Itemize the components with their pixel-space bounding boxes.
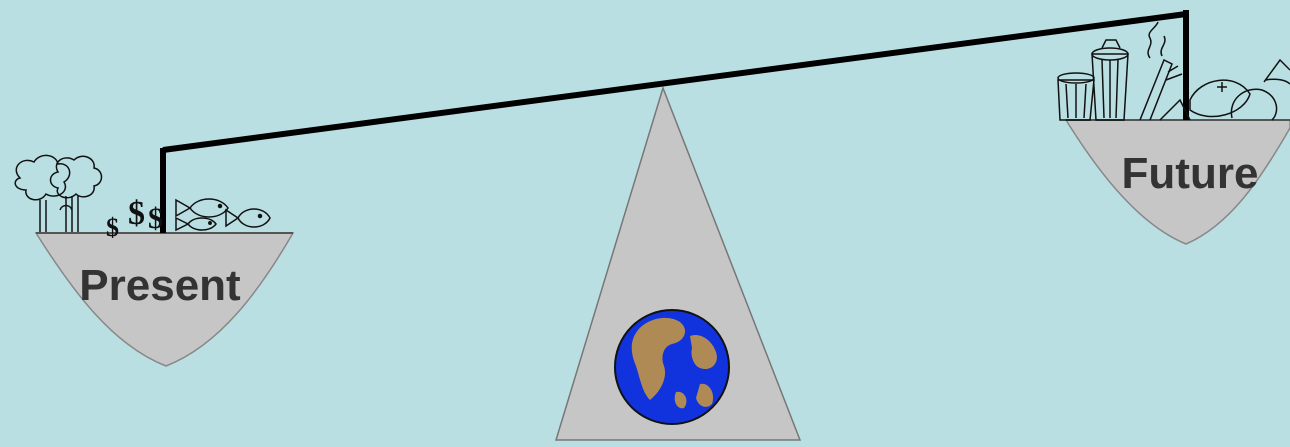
- dollar-sign-icon: $: [148, 202, 163, 235]
- globe-icon: [615, 310, 729, 424]
- dollar-sign-icon: $: [106, 213, 119, 242]
- future-label: Future: [1122, 149, 1259, 198]
- dollar-sign-icon: $: [128, 195, 145, 232]
- present-label: Present: [79, 261, 241, 310]
